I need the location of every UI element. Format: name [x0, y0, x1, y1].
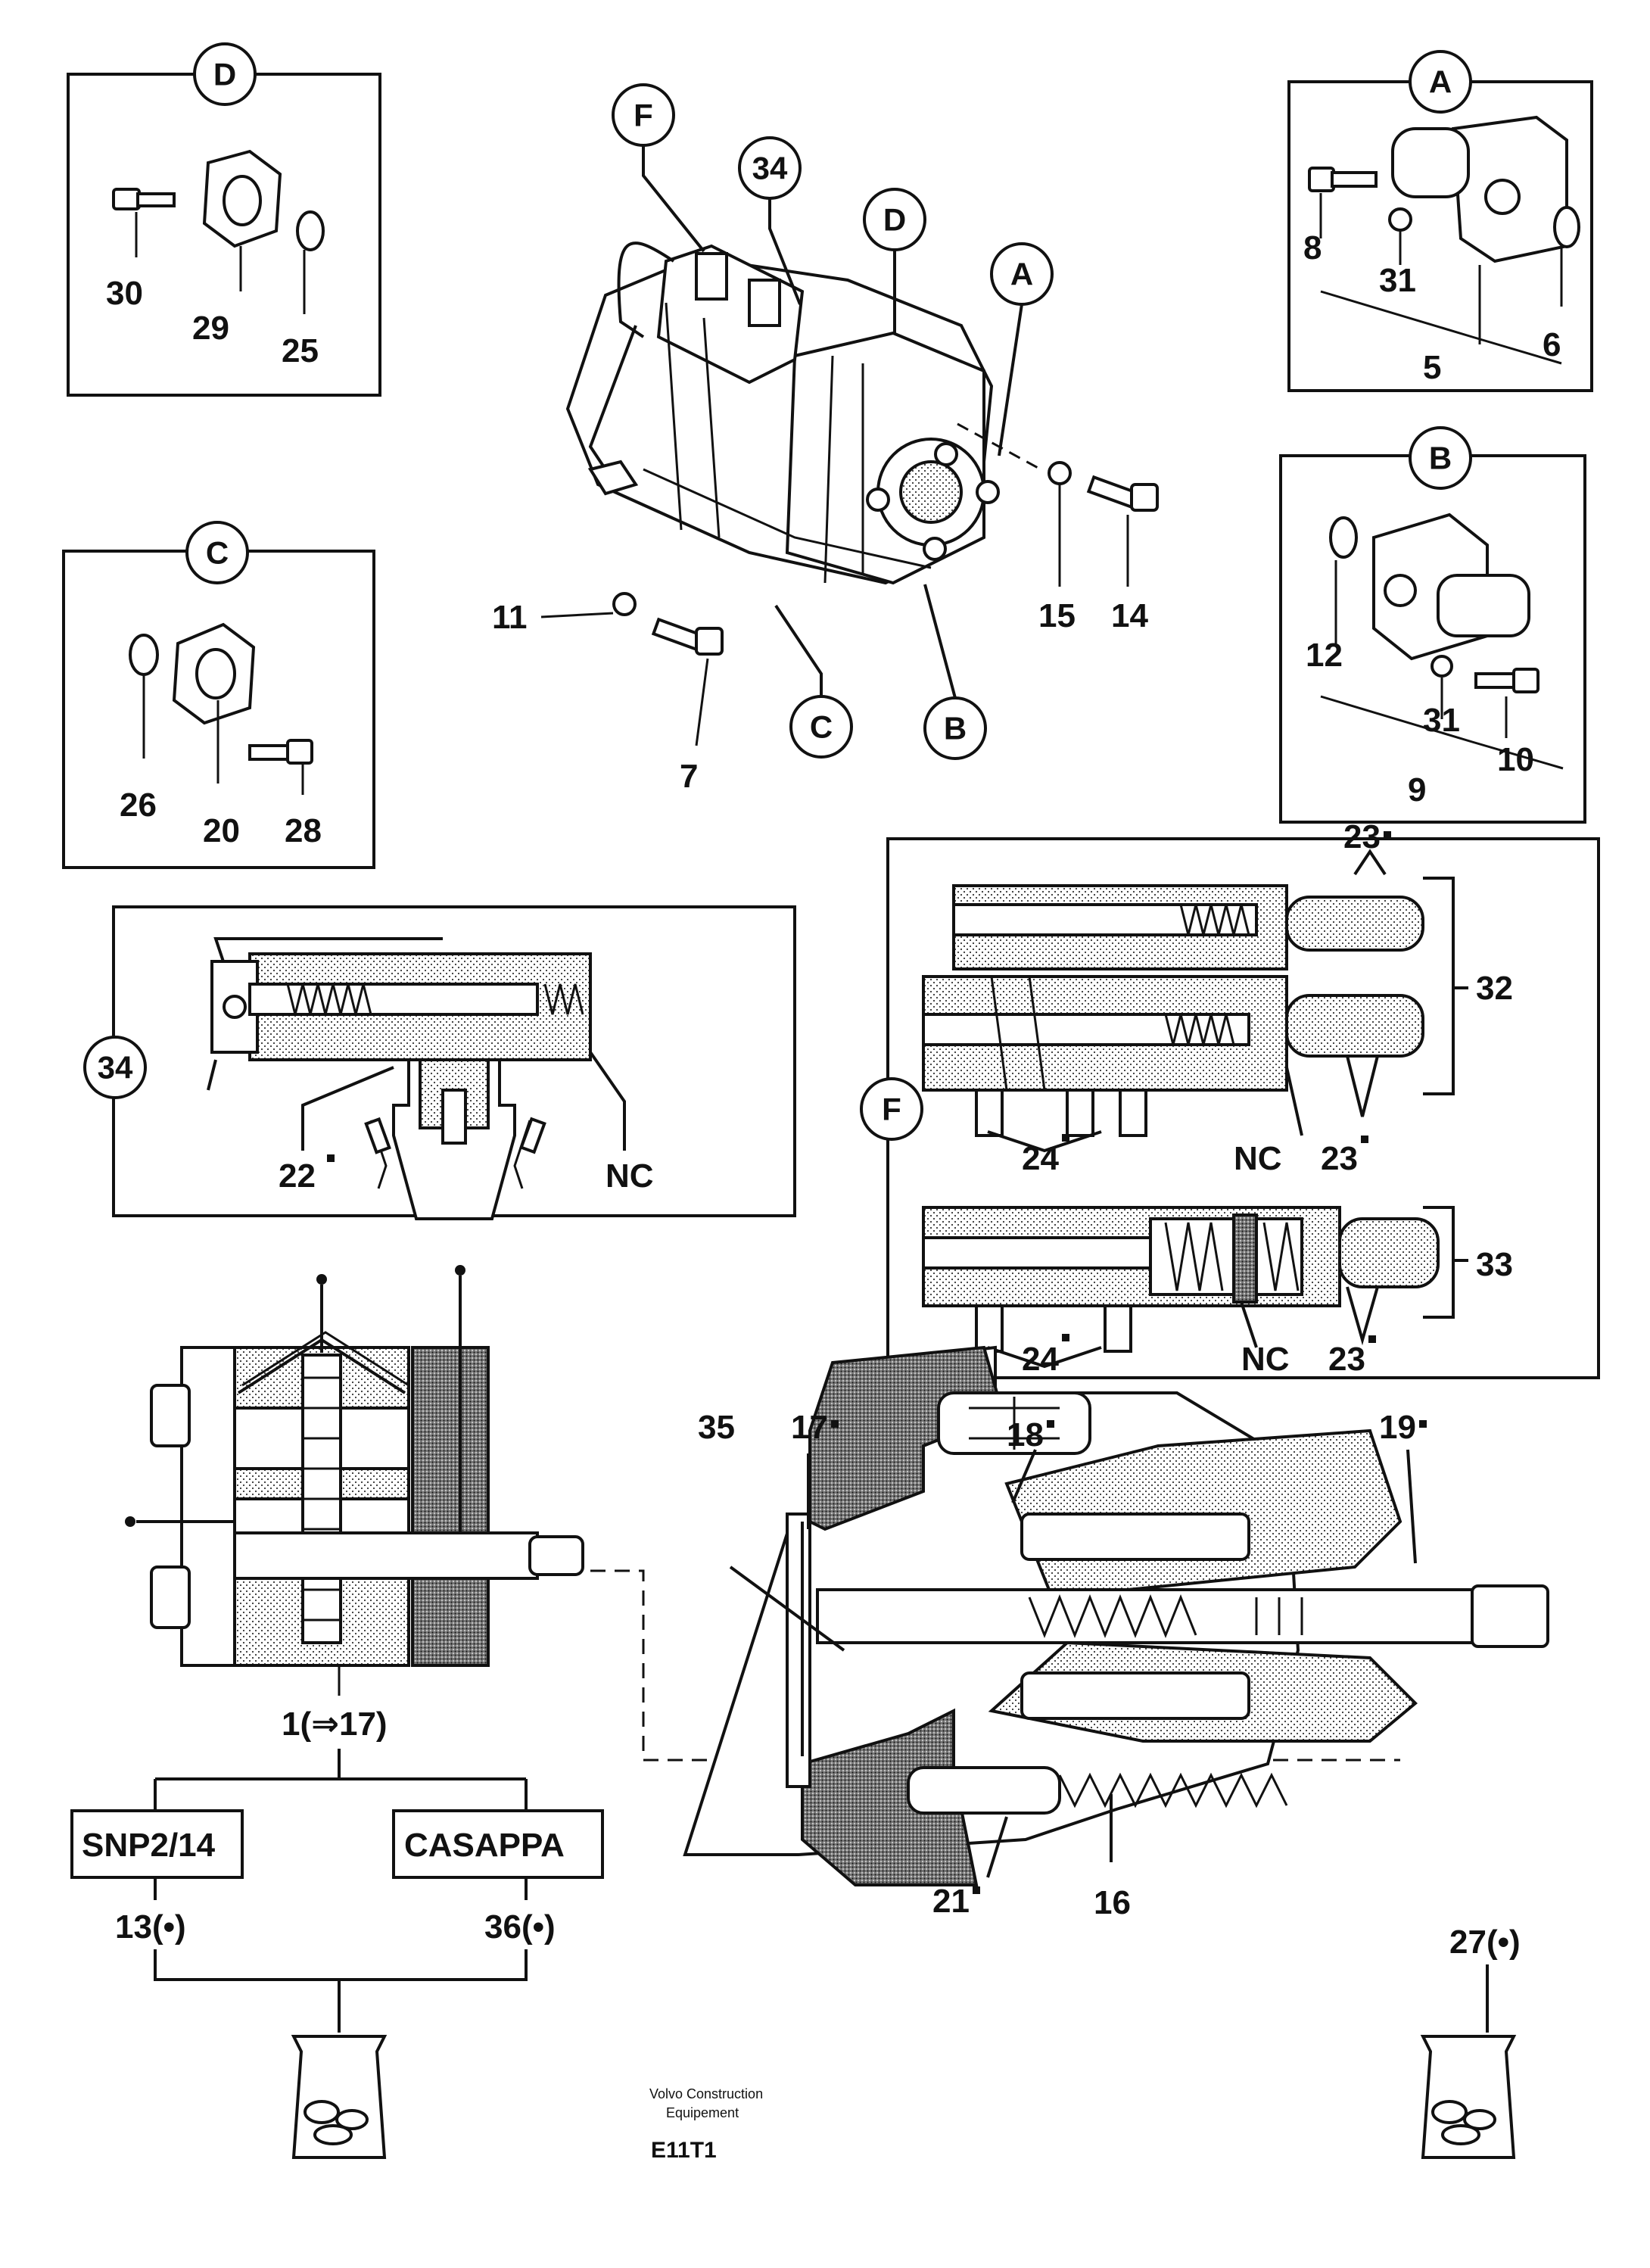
detail-circle-c-box[interactable]: [185, 521, 249, 584]
detail-box-a: A 8 31 5 6: [1287, 50, 1593, 392]
part-label: 31: [1423, 702, 1460, 739]
part-label: 14: [1111, 597, 1148, 634]
o-ring-12-icon: [1329, 516, 1358, 559]
kit-snp-label: SNP2/14: [82, 1827, 216, 1864]
part-label: 24: [1022, 1140, 1059, 1177]
part-label: 28: [285, 812, 322, 849]
detail-circle-d-label: D: [213, 57, 236, 92]
detail-circle-b-box-label: B: [1429, 441, 1452, 476]
part-label: 35: [698, 1409, 735, 1446]
detail-circle-f-box[interactable]: [860, 1077, 923, 1141]
part-label: 29: [192, 310, 229, 347]
part-label: 31: [1379, 262, 1416, 299]
washer-31-icon: [1431, 655, 1453, 678]
part-label: 1(⇒17): [282, 1706, 388, 1743]
part-label: 6: [1543, 326, 1561, 363]
split-flange-29-icon: [202, 149, 282, 248]
flange-adapter-9-icon: [1372, 512, 1530, 661]
detail-box-34: 34 22 NC: [83, 905, 796, 1220]
part-label: 8: [1303, 229, 1322, 266]
detail-circle-34-main-label: 34: [752, 151, 788, 186]
part-label: 25: [282, 332, 319, 369]
pump-fasteners: 11 7 15 14: [492, 461, 1159, 795]
seal-kit-bag-icon: [291, 2035, 388, 2159]
kit-casappa-box: [392, 1809, 604, 1879]
detail-box-d: D 30 29 25: [67, 42, 381, 397]
part-label: 23: [1321, 1140, 1358, 1177]
bolt-28-icon: [248, 739, 313, 765]
washer-15-icon: [1048, 461, 1072, 485]
detail-circle-b-box[interactable]: [1409, 426, 1472, 490]
bolt-7-icon: [651, 617, 724, 656]
detail-circle-a[interactable]: [1409, 50, 1472, 114]
footer-caption: Volvo Construction Equipement E11T1: [649, 2086, 763, 2163]
detail-circle-f-box-label: F: [882, 1092, 901, 1127]
part-label: 24: [1022, 1341, 1059, 1378]
part-label: 9: [1408, 771, 1426, 808]
bolt-8-icon: [1308, 167, 1378, 192]
kit-casappa-label: CASAPPA: [404, 1827, 565, 1864]
part-label: 13(•): [115, 1908, 186, 1946]
part-label: 7: [680, 758, 698, 795]
drawing-code: E11T1: [651, 2138, 717, 2163]
kit-snp-box: [70, 1809, 244, 1879]
part-label: 18: [1007, 1416, 1044, 1453]
detail-circle-34-box-label: 34: [98, 1050, 133, 1086]
pump-assembly-view: [565, 241, 1000, 585]
part-label: 23: [1343, 818, 1381, 855]
part-label: 21: [932, 1883, 970, 1920]
main-callouts: F 34 D A C B: [612, 83, 1054, 760]
piston-pump-section: 35 17 18 19 21 16: [683, 1345, 1549, 1921]
part-label: NC: [1241, 1341, 1290, 1378]
detail-circle-c-main-label: C: [810, 709, 833, 745]
part-label: 32: [1476, 970, 1513, 1007]
bolt-14-icon: [1086, 475, 1159, 512]
detail-circle-f-main-label: F: [634, 98, 653, 133]
washer-31-icon: [1388, 207, 1412, 232]
detail-circle-c-box-label: C: [206, 535, 229, 571]
bolt-10-icon: [1474, 668, 1539, 693]
part-label: 36(•): [484, 1908, 556, 1946]
detail-box-f: F 23 32: [860, 818, 1600, 1379]
detail-box-b: B 12 31 10 9: [1279, 426, 1586, 824]
part-label: 33: [1476, 1246, 1513, 1283]
detail-circle-b-main-label: B: [944, 711, 967, 746]
part-label: 20: [203, 812, 240, 849]
split-flange-20-icon: [172, 622, 256, 725]
detail-circle-d-main-label: D: [883, 202, 906, 238]
flange-adapter-5-icon: [1391, 115, 1568, 263]
washer-11-icon: [612, 592, 637, 616]
o-ring-26-icon: [129, 634, 159, 676]
part-label: NC: [1234, 1140, 1282, 1177]
gear-pump-section: 1(⇒17): [125, 1265, 1400, 1762]
seal-kit-27: 27(•): [1420, 1924, 1521, 2159]
o-ring-6-icon: [1553, 206, 1580, 248]
detail-box-c: C 26 20 28: [62, 521, 375, 869]
part-label: 26: [120, 787, 157, 824]
part-label: 15: [1038, 597, 1076, 634]
o-ring-25-icon: [296, 210, 325, 251]
part-label: 10: [1497, 741, 1534, 778]
part-label: 12: [1306, 637, 1343, 674]
seal-kit-bag-icon: [1420, 2035, 1517, 2159]
part-label: 30: [106, 275, 143, 312]
part-label: 27(•): [1449, 1924, 1521, 1961]
company-name-line2: Equipement: [666, 2105, 739, 2120]
bolt-30-icon: [112, 188, 176, 210]
part-label: 5: [1423, 349, 1441, 386]
part-label: 22: [279, 1157, 316, 1195]
part-label: 23: [1328, 1341, 1365, 1378]
detail-circle-a-label: A: [1429, 64, 1452, 100]
detail-circle-d[interactable]: [193, 42, 257, 106]
kit-tree: SNP2/14 CASAPPA 13(•) 36(•): [70, 1749, 604, 2159]
detail-circle-a-main-label: A: [1010, 257, 1033, 292]
company-name-line1: Volvo Construction: [649, 2086, 763, 2101]
detail-circle-34-box[interactable]: [83, 1036, 147, 1099]
part-label: 16: [1094, 1884, 1131, 1921]
part-label: 11: [492, 599, 528, 636]
part-label: NC: [606, 1157, 654, 1195]
part-label: 17: [791, 1409, 828, 1446]
part-label: 19: [1379, 1409, 1416, 1446]
